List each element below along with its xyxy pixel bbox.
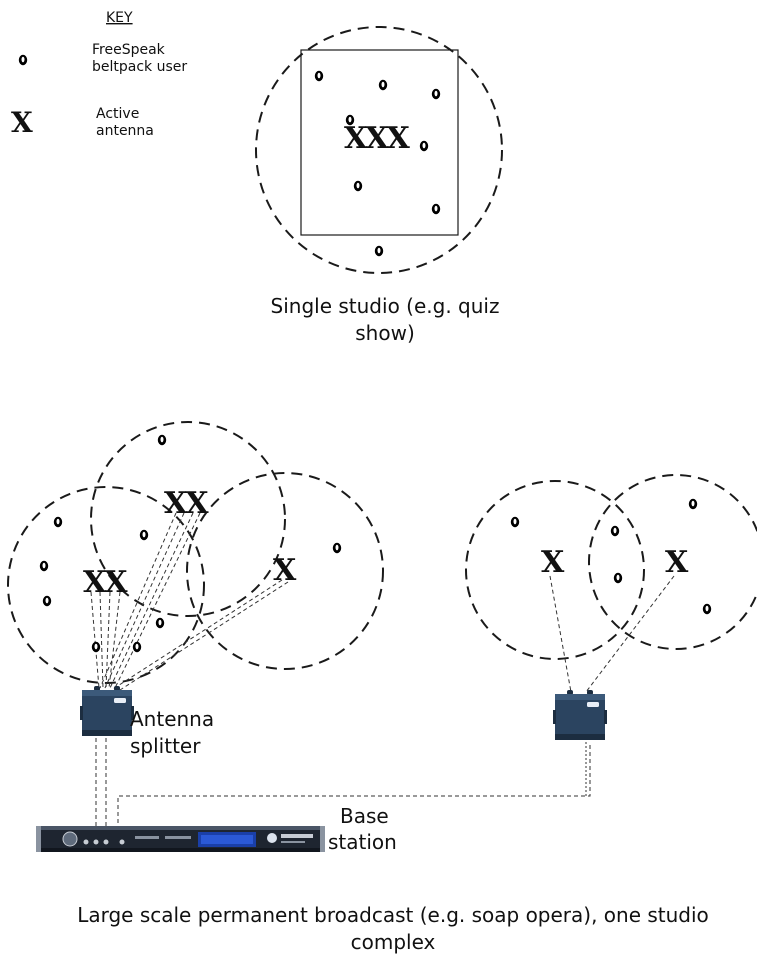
antenna-right-a: X xyxy=(541,545,565,580)
single-studio-caption-2: show) xyxy=(355,321,415,345)
beltpack-user-icon xyxy=(431,88,441,100)
beltpack-user-icon xyxy=(374,245,384,257)
beltpack-user-icon xyxy=(157,434,167,446)
feed-line xyxy=(112,579,283,690)
antenna-splitter-icon xyxy=(80,686,134,736)
feed-line xyxy=(114,512,201,689)
legend-antenna-label-2: antenna xyxy=(96,123,154,139)
feed-line xyxy=(119,581,289,691)
antenna-group-top: XX xyxy=(164,486,209,521)
antenna-group-left: XX xyxy=(83,565,128,600)
base-station-label-2: station xyxy=(328,830,397,854)
legend-user-label-2: beltpack user xyxy=(92,59,187,75)
large-scale-caption-2: complex xyxy=(351,930,436,954)
coverage-circle xyxy=(186,472,384,670)
beltpack-user-icon xyxy=(702,603,712,615)
beltpack-user-icon xyxy=(155,617,165,629)
feed-line xyxy=(549,575,572,693)
beltpack-user-icon xyxy=(132,641,142,653)
beltpack-user-icon xyxy=(613,572,623,584)
beltpack-user-icon xyxy=(139,529,149,541)
cable-line xyxy=(117,742,591,830)
beltpack-user-icon xyxy=(419,140,429,152)
antenna-mid: X xyxy=(273,553,297,588)
coverage-circle xyxy=(90,421,286,617)
studio-room xyxy=(300,49,459,236)
beltpack-user-icon xyxy=(18,54,28,66)
coverage-circle xyxy=(588,474,757,650)
large-scale-right-cluster: X X xyxy=(465,474,757,740)
antenna-group: XXX xyxy=(344,121,411,156)
antenna-right-b: X xyxy=(665,545,689,580)
single-studio-caption-1: Single studio (e.g. quiz xyxy=(271,294,500,318)
beltpack-user-icon xyxy=(53,516,63,528)
splitter-label-2: splitter xyxy=(130,734,201,758)
feed-line xyxy=(109,512,194,689)
beltpack-user-icon xyxy=(610,525,620,537)
single-studio-diagram: XXX Single studio (e.g. quiz show) xyxy=(255,26,503,345)
beltpack-user-icon xyxy=(332,542,342,554)
antenna-splitter-icon xyxy=(553,690,607,740)
beltpack-user-icon xyxy=(314,70,324,82)
beltpack-user-icon xyxy=(688,498,698,510)
legend-antenna-label-1: Active xyxy=(96,106,139,122)
coverage-circle xyxy=(255,26,503,274)
splitter-label-1: Antenna xyxy=(130,707,214,731)
feed-line xyxy=(99,512,177,689)
beltpack-user-icon xyxy=(39,560,49,572)
feed-line xyxy=(105,591,111,689)
beltpack-user-icon xyxy=(353,180,363,192)
feed-line xyxy=(585,575,675,693)
base-station-area: Base station xyxy=(36,738,591,854)
beltpack-user-icon xyxy=(42,595,52,607)
large-scale-left-cluster: XX XX X Antenna splitter xyxy=(7,421,384,758)
feed-line xyxy=(99,591,104,689)
legend-title: KEY xyxy=(106,10,133,26)
feed-line xyxy=(108,591,121,689)
legend-user-label-1: FreeSpeak xyxy=(92,42,166,58)
beltpack-user-icon xyxy=(378,79,388,91)
antenna-x-icon: X xyxy=(11,106,33,139)
beltpack-user-icon xyxy=(431,203,441,215)
feed-line xyxy=(90,591,100,689)
large-scale-caption-1: Large scale permanent broadcast (e.g. so… xyxy=(77,903,709,927)
beltpack-user-icon xyxy=(510,516,520,528)
beltpack-user-icon xyxy=(91,641,101,653)
legend: KEY FreeSpeak beltpack user X Active ant… xyxy=(11,10,187,139)
base-station-icon xyxy=(36,826,325,852)
beltpack-user-icon xyxy=(345,114,355,126)
base-station-label-1: Base xyxy=(340,804,389,828)
coverage-circle xyxy=(465,480,645,660)
